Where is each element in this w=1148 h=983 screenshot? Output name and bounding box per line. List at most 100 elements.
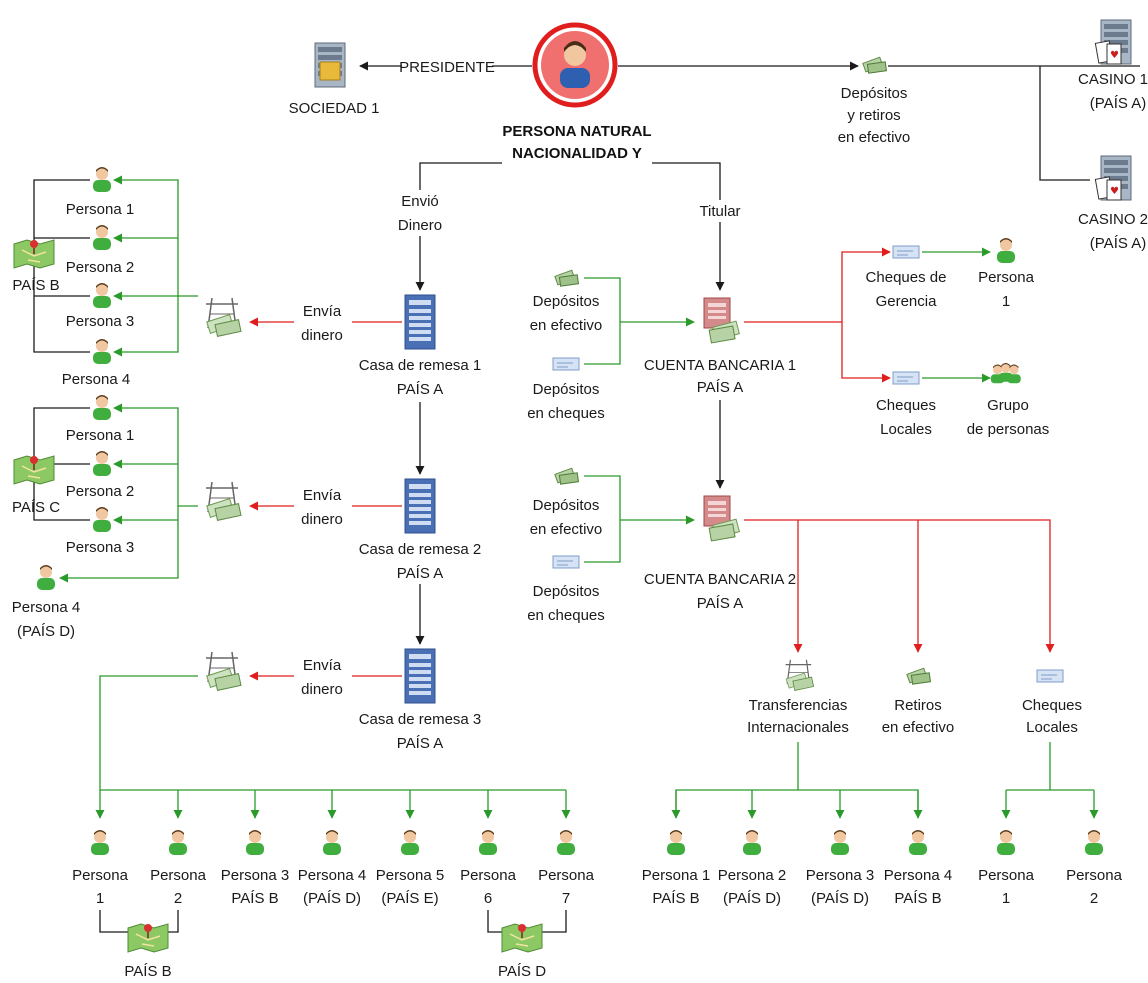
c2-deposit-bracket bbox=[584, 475, 621, 563]
casino-2-label-2: (PAÍS A) bbox=[1090, 235, 1146, 252]
cash-icon bbox=[554, 467, 579, 485]
remesa-2-label-2: PAÍS A bbox=[397, 565, 443, 582]
person-icon bbox=[997, 238, 1015, 263]
bl-person-5-a: Persona 5 bbox=[376, 867, 444, 884]
arrow-g1-p4 bbox=[113, 296, 179, 357]
c1-label-1: CUENTA BANCARIA 1 bbox=[644, 357, 796, 374]
c1-locales-1: Cheques bbox=[876, 397, 936, 414]
ch-person-2-b: 2 bbox=[1090, 890, 1098, 907]
person-icon bbox=[401, 830, 419, 855]
c2-retiros-1: Retiros bbox=[894, 697, 942, 714]
envia-1-label-2: dinero bbox=[301, 327, 343, 344]
bl-person-7-b: 7 bbox=[562, 890, 570, 907]
titular-label: Titular bbox=[699, 203, 740, 220]
remesa-2-label-1: Casa de remesa 2 bbox=[359, 541, 482, 558]
person-icon bbox=[93, 283, 111, 308]
wire-transfer-icon-2 bbox=[205, 481, 242, 522]
c2-locales-1: Cheques bbox=[1022, 697, 1082, 714]
c2-retiros-2: en efectivo bbox=[882, 719, 955, 736]
person-icon bbox=[479, 830, 497, 855]
bl-person-1-b: 1 bbox=[96, 890, 104, 907]
remesa-1-label-1: Casa de remesa 1 bbox=[359, 357, 482, 374]
casino-2-icon: ♥ bbox=[1094, 155, 1132, 201]
transfer-bus bbox=[675, 789, 919, 818]
svg-text:♥: ♥ bbox=[1110, 186, 1119, 197]
wire-transfer-icon bbox=[785, 659, 815, 692]
g2-country: PAÍS C bbox=[12, 499, 60, 516]
c2-dep-ch-2: en cheques bbox=[527, 607, 605, 624]
g2-person-2: Persona 2 bbox=[66, 483, 134, 500]
map-icon bbox=[13, 455, 55, 485]
center-label-2: NACIONALIDAD Y bbox=[512, 145, 642, 162]
person-icon bbox=[37, 565, 55, 590]
envio-label-1: Envió bbox=[401, 193, 439, 210]
c1-grupo-2: de personas bbox=[967, 421, 1050, 438]
envio-label-2: Dinero bbox=[398, 217, 442, 234]
sociedad-server-icon bbox=[314, 42, 346, 88]
person-icon bbox=[93, 451, 111, 476]
sociedad-label: SOCIEDAD 1 bbox=[289, 100, 380, 117]
arrow-envio-dinero bbox=[415, 162, 502, 291]
arrow-titular bbox=[652, 162, 725, 291]
person-icon bbox=[667, 830, 685, 855]
tr-person-1-a: Persona 1 bbox=[642, 867, 710, 884]
casino-1-icon: ♥ bbox=[1094, 19, 1132, 65]
map-icon bbox=[13, 239, 55, 269]
cash-icon bbox=[906, 667, 931, 685]
person-icon bbox=[909, 830, 927, 855]
c2-transfer-1: Transferencias bbox=[749, 697, 848, 714]
arrow-c2-cheques-locales bbox=[744, 519, 1055, 653]
presidente-label: PRESIDENTE bbox=[399, 59, 495, 76]
bl-person-2-a: Persona bbox=[150, 867, 207, 884]
casino-1-label-2: (PAÍS A) bbox=[1090, 95, 1146, 112]
person-icon bbox=[1085, 830, 1103, 855]
remesa-3-label-1: Casa de remesa 3 bbox=[359, 711, 482, 728]
c1-dep-ef-2: en efectivo bbox=[530, 317, 603, 334]
person-icon bbox=[93, 167, 111, 192]
wire-transfer-icon-1 bbox=[205, 297, 242, 338]
remesa-3-label-2: PAÍS A bbox=[397, 735, 443, 752]
cheque-icon bbox=[1036, 669, 1064, 683]
c2-label-1: CUENTA BANCARIA 2 bbox=[644, 571, 796, 588]
person-icon bbox=[743, 830, 761, 855]
envia-2-label-2: dinero bbox=[301, 511, 343, 528]
remesa-2-icon bbox=[404, 478, 436, 534]
arrow-g2-p1 bbox=[113, 403, 198, 507]
remesa-3-icon bbox=[404, 648, 436, 704]
bl-person-6-b: 6 bbox=[484, 890, 492, 907]
bl-person-5-b: (PAÍS E) bbox=[381, 890, 438, 907]
group-people-icon bbox=[990, 363, 1021, 384]
person-icon bbox=[831, 830, 849, 855]
arrow-c1-gerencia bbox=[744, 247, 891, 323]
g1-person-2: Persona 2 bbox=[66, 259, 134, 276]
bottom-left-bus bbox=[99, 675, 566, 791]
tr-person-3-b: (PAÍS D) bbox=[811, 890, 869, 907]
person-icon bbox=[93, 395, 111, 420]
casino-1-label-1: CASINO 1 bbox=[1078, 71, 1148, 88]
c1-deposit-bracket bbox=[584, 277, 621, 365]
person-icon bbox=[323, 830, 341, 855]
person-icon bbox=[93, 507, 111, 532]
person-icon bbox=[91, 830, 109, 855]
bl-person-7-a: Persona bbox=[538, 867, 595, 884]
ch-person-2-a: Persona bbox=[1066, 867, 1123, 884]
g2-person-1: Persona 1 bbox=[66, 427, 134, 444]
tr-person-2-a: Persona 2 bbox=[718, 867, 786, 884]
c1-persona-1: Persona bbox=[978, 269, 1035, 286]
c2-dep-ef-2: en efectivo bbox=[530, 521, 603, 538]
remesa-1-icon bbox=[404, 294, 436, 350]
line-to-casino-2 bbox=[1039, 66, 1090, 181]
map-icon bbox=[127, 923, 169, 953]
center-node-red-circle bbox=[532, 22, 618, 108]
person-icon bbox=[557, 830, 575, 855]
bl-country-a: PAÍS B bbox=[124, 963, 171, 980]
envia-3-label-2: dinero bbox=[301, 681, 343, 698]
cheque-icon bbox=[552, 555, 580, 569]
c2-dep-ch-1: Depósitos bbox=[533, 583, 600, 600]
remesa-1-label-2: PAÍS A bbox=[397, 381, 443, 398]
bl-person-4-b: (PAÍS D) bbox=[303, 890, 361, 907]
bl-person-4-a: Persona 4 bbox=[298, 867, 366, 884]
cheque-icon bbox=[552, 357, 580, 371]
